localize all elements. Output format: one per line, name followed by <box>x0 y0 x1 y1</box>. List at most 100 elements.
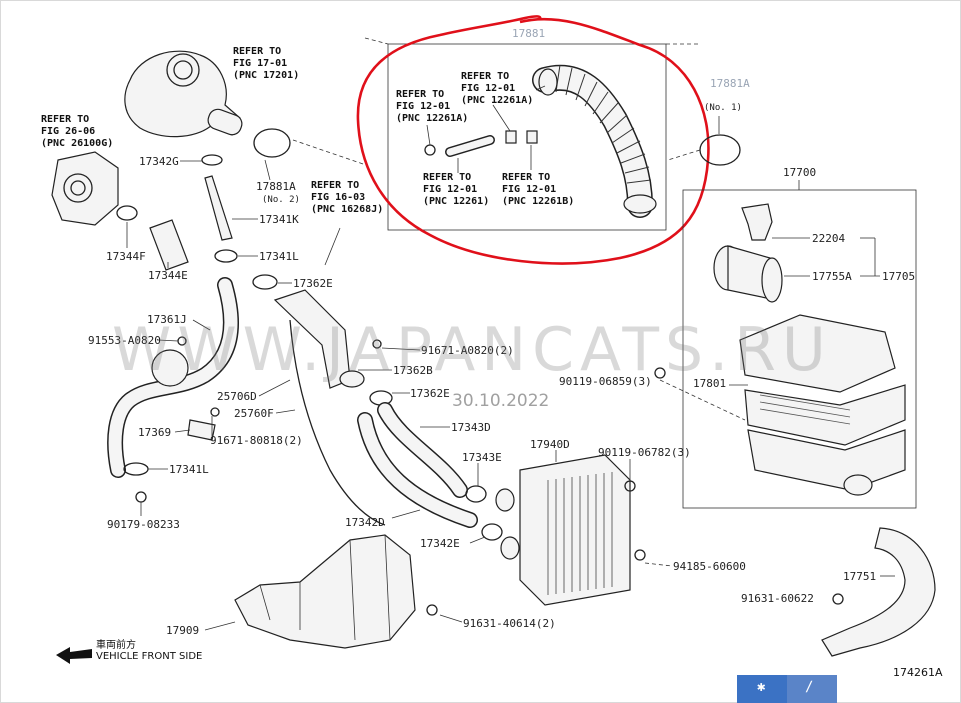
text-ref-1701-b: FIG 17-01 <box>233 58 287 69</box>
air-hose-17881 <box>532 64 657 218</box>
mass-air-flow-sensor-22204 <box>741 203 773 241</box>
label-90119-06782[interactable]: 90119-06782(3) <box>598 446 691 459</box>
air-cleaner-case-17801 <box>739 314 906 496</box>
text-ref-2606-a: REFER TO <box>41 114 89 125</box>
watermark-date: 30.10.2022 <box>452 391 550 411</box>
label-17881[interactable]: 17881 <box>512 27 545 40</box>
text-ref-1201d-b: FIG 12-01 <box>502 184 556 195</box>
label-91631-40614[interactable]: 91631-40614(2) <box>463 617 556 630</box>
clamp-17342e <box>481 523 503 541</box>
label-17881a-no2[interactable]: 17881A <box>256 180 296 193</box>
label-17755a[interactable]: 17755A <box>812 270 852 283</box>
inset-box-17881 <box>387 43 667 231</box>
clip-91671 <box>210 407 220 417</box>
text-ref-1603-b: FIG 16-03 <box>311 192 365 203</box>
label-17343d[interactable]: 17343D <box>451 421 491 434</box>
label-17341l-top[interactable]: 17341L <box>259 250 299 263</box>
label-91671-80818[interactable]: 91671-80818(2) <box>210 434 303 447</box>
text-ref-1201b-c: (PNC 12261A) <box>396 113 468 124</box>
label-94185-60600[interactable]: 94185-60600 <box>673 560 746 573</box>
hose-17342d <box>357 412 478 528</box>
clamp-17362e-2 <box>369 390 393 406</box>
text-ref-1201d-c: (PNC 12261B) <box>502 196 574 207</box>
intercooler-17940d <box>495 454 631 606</box>
label-91631-60622[interactable]: 91631-60622 <box>741 592 814 605</box>
label-17342g[interactable]: 17342G <box>139 155 179 168</box>
clamp-17362e <box>252 274 278 290</box>
clip-91671-a0820 <box>372 339 382 349</box>
clamp-17344f <box>116 205 138 221</box>
label-90179-08233[interactable]: 90179-08233 <box>107 518 180 531</box>
bolt-90119-06782 <box>624 480 636 492</box>
hose-25760f <box>289 319 386 526</box>
illustration-code: 174261A <box>893 666 943 679</box>
label-17362b[interactable]: 17362B <box>393 364 433 377</box>
pen-icon[interactable]: ∕ <box>787 675 837 703</box>
label-90119-06859[interactable]: 90119-06859(3) <box>559 375 652 388</box>
bolt-90179 <box>135 491 147 503</box>
label-17361j[interactable]: 17361J <box>147 313 187 326</box>
text-ref-1201a-b: FIG 12-01 <box>461 83 515 94</box>
text-ref-2606-b: FIG 26-06 <box>41 126 95 137</box>
text-ref-1201c-b: FIG 12-01 <box>423 184 477 195</box>
nut-94185 <box>634 549 646 561</box>
text-ref-1201c-c: (PNC 12261) <box>423 196 489 207</box>
bluetooth-icon[interactable]: ✱ <box>737 675 787 703</box>
text-ref-1603-a: REFER TO <box>311 180 359 191</box>
label-17342e[interactable]: 17342E <box>420 537 460 550</box>
text-ref-1701-c: (PNC 17201) <box>233 70 299 81</box>
hose-17343d <box>377 402 468 498</box>
label-17940d[interactable]: 17940D <box>530 438 570 451</box>
text-ref-2606-c: (PNC 26100G) <box>41 138 113 149</box>
text-ref-1201a-c: (PNC 12261A) <box>461 95 533 106</box>
turbo-refer-17201 <box>124 50 243 138</box>
pipe-17344e <box>149 219 189 271</box>
text-ref-1201b-a: REFER TO <box>396 89 444 100</box>
hose-17341k <box>204 175 233 241</box>
text-ref-1201c-a: REFER TO <box>423 172 471 183</box>
vehicle-front-jp: 車両前方 <box>96 640 136 651</box>
vehicle-front-arrow-icon <box>56 647 92 664</box>
vehicle-front-label: 車両前方 VEHICLE FRONT SIDE <box>52 636 202 662</box>
label-17705[interactable]: 17705 <box>882 270 915 283</box>
pipe-17361j <box>107 277 239 478</box>
label-25760f[interactable]: 25760F <box>234 407 274 420</box>
label-17344f[interactable]: 17344F <box>106 250 146 263</box>
text-ref-1701-a: REFER TO <box>233 46 281 57</box>
label-17342d[interactable]: 17342D <box>345 516 385 529</box>
pipe-17362b <box>273 289 365 389</box>
label-17909[interactable]: 17909 <box>166 624 199 637</box>
small-hose-12261 <box>424 130 538 157</box>
label-17700[interactable]: 17700 <box>783 166 816 179</box>
label-17341l-bottom[interactable]: 17341L <box>169 463 209 476</box>
label-25706d[interactable]: 25706D <box>217 390 257 403</box>
system-tray: ✱ ∕ <box>737 675 837 703</box>
air-duct-17909 <box>234 534 438 649</box>
clamp-17341l <box>214 249 238 263</box>
clamp-17343e <box>465 485 487 503</box>
label-17343e[interactable]: 17343E <box>462 451 502 464</box>
label-17341k[interactable]: 17341K <box>259 213 299 226</box>
label-17801[interactable]: 17801 <box>693 377 726 390</box>
text-ref-1201d-a: REFER TO <box>502 172 550 183</box>
text-ref-1603-c: (PNC 16268J) <box>311 204 383 215</box>
label-17881a-no1[interactable]: 17881A <box>710 77 750 90</box>
vehicle-front-en: VEHICLE FRONT SIDE <box>96 651 203 662</box>
throttle-refer-26100g <box>51 151 119 226</box>
bolt-90119-06859 <box>654 367 666 379</box>
label-17369[interactable]: 17369 <box>138 426 171 439</box>
text-ref-1201a-a: REFER TO <box>461 71 509 82</box>
inlet-duct-17751 <box>821 527 936 657</box>
label-17344e[interactable]: 17344E <box>148 269 188 282</box>
label-17362e[interactable]: 17362E <box>293 277 333 290</box>
watermark: WWW.JAPANCATS.RU <box>112 315 832 385</box>
label-17751[interactable]: 17751 <box>843 570 876 583</box>
clamp-17881a-no2 <box>253 128 291 158</box>
label-91553-a0820[interactable]: 91553-A0820 <box>88 334 161 347</box>
label-22204[interactable]: 22204 <box>812 232 845 245</box>
label-91671-a0820[interactable]: 91671-A0820(2) <box>421 344 514 357</box>
label-17362e-2[interactable]: 17362E <box>410 387 450 400</box>
text-ref-1201b-b: FIG 12-01 <box>396 101 450 112</box>
air-cleaner-box-17700 <box>682 189 917 509</box>
